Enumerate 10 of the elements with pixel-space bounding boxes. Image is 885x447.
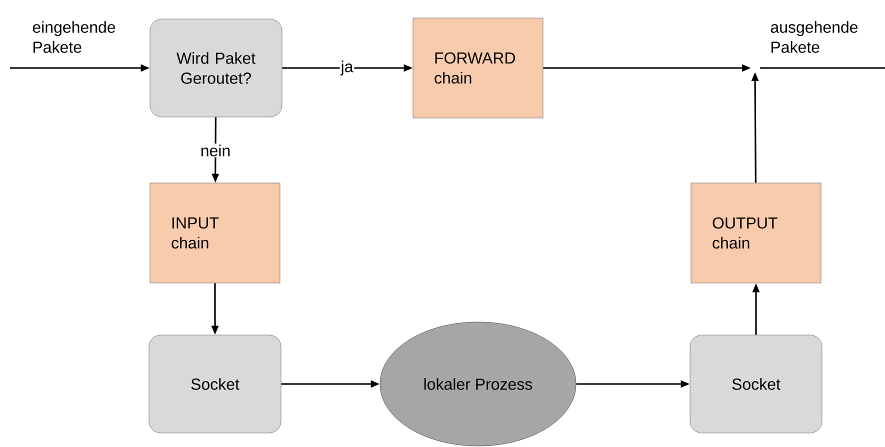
process-box: Socket: [690, 334, 822, 434]
note-text: eingehende Pakete: [32, 21, 116, 53]
note-text: ausgehende Pakete: [770, 21, 858, 53]
process-box: Wird Paket Geroutet?: [150, 18, 282, 118]
process-box: Socket: [148, 334, 282, 434]
edge-label: ja: [340, 60, 354, 76]
chain-box: OUTPUT chain: [690, 182, 822, 284]
chain-box: INPUT chain: [150, 182, 280, 284]
chain-box: FORWARD chain: [412, 18, 544, 118]
edge-label: nein: [199, 144, 232, 158]
